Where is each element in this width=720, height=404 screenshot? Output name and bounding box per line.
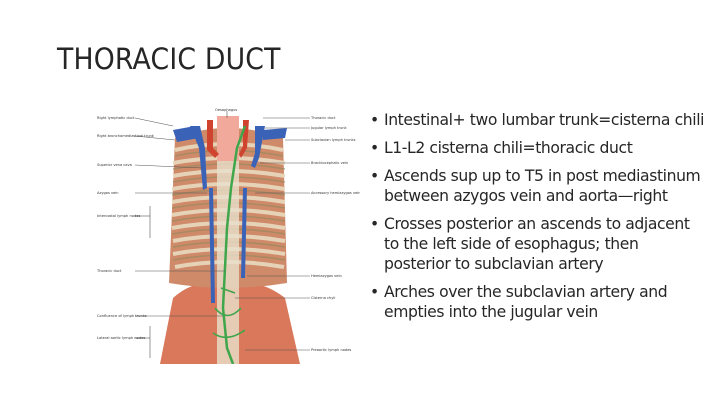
figure-label: Oesophagus <box>215 108 237 112</box>
bullet-item: • Crosses posterior an ascends to adjacen… <box>368 214 708 274</box>
figure-label: Superior vena cava <box>97 163 132 167</box>
bullet-marker: • <box>370 139 379 157</box>
bullet-marker: • <box>370 167 379 185</box>
bullet-text: Arches over the subclavian artery and em… <box>384 283 668 321</box>
bullet-text: L1-L2 cisterna chili=thoracic duct <box>384 139 633 157</box>
figure-label: Brachiocephalic vein <box>311 161 348 165</box>
figure-label: Jugular lymph trunk <box>310 126 347 130</box>
figure-label: Right bronchomediastinal trunk <box>97 134 155 138</box>
bullet-list: • Intestinal+ two lumbar trunk=cisterna c… <box>368 110 708 330</box>
figure-label: Thoracic duct <box>310 116 336 120</box>
figure-label: Subclavian lymph trunks <box>311 138 356 142</box>
figure-label: Accessory hemiazygos vein <box>311 191 360 195</box>
figure-label: Intercostal lymph nodes <box>97 214 140 218</box>
bullet-item: • L1-L2 cisterna chili=thoracic duct <box>368 138 708 158</box>
thoracic-duct-anatomy-figure: Right lymphatic duct Right bronchomedias… <box>95 108 361 365</box>
figure-label: Right lymphatic duct <box>97 116 135 120</box>
figure-label: Azygos vein <box>97 191 119 195</box>
figure-label: Cisterna chyli <box>311 296 335 300</box>
figure-label: Thoracic duct <box>96 269 122 273</box>
bullet-text: Ascends sup up to T5 in post mediastinum… <box>384 167 701 205</box>
bullet-item: • Intestinal+ two lumbar trunk=cisterna c… <box>368 110 708 130</box>
bullet-item: • Arches over the subclavian artery and e… <box>368 282 708 322</box>
bullet-text: Intestinal+ two lumbar trunk=cisterna ch… <box>384 111 705 129</box>
bullet-marker: • <box>370 283 379 301</box>
bullet-text: Crosses posterior an ascends to adjacent… <box>384 215 690 273</box>
slide-title: THORACIC DUCT <box>57 42 281 76</box>
bullet-item: • Ascends sup up to T5 in post mediastinu… <box>368 166 708 206</box>
figure-label: Hemiazygos vein <box>311 274 342 278</box>
figure-label: Preaortic lymph nodes <box>311 348 351 352</box>
figure-label: Confluence of lymph trunks <box>97 314 147 318</box>
bullet-marker: • <box>370 111 379 129</box>
bullet-marker: • <box>370 215 379 233</box>
figure-label: Lateral aortic lymph nodes <box>97 336 145 340</box>
